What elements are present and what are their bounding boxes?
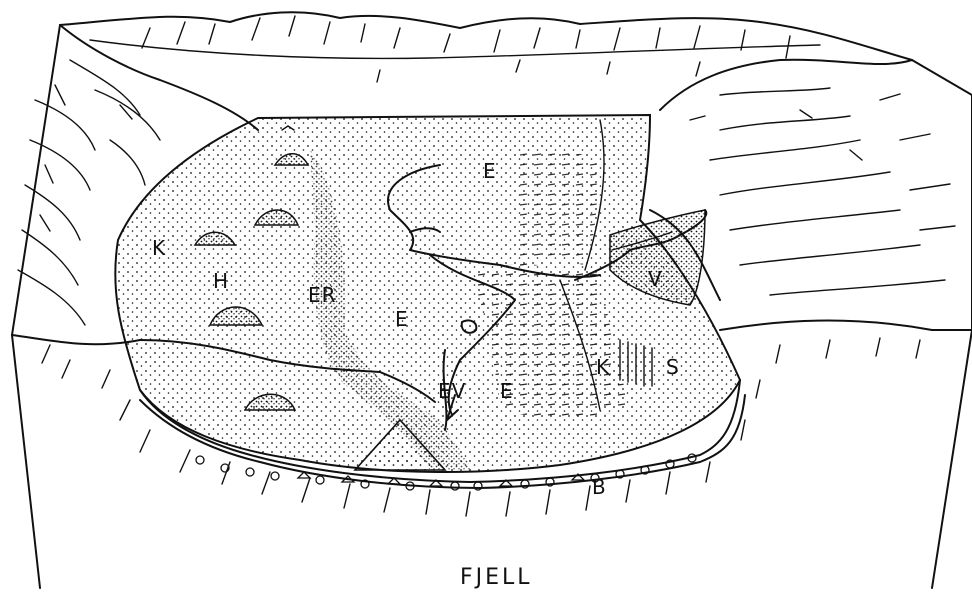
label-s: S	[666, 355, 680, 379]
far-mountain-ridge	[60, 12, 912, 82]
label-e-middle: E	[395, 307, 409, 331]
label-e-lower: E	[500, 379, 514, 403]
label-bedrock: FJELL	[460, 565, 533, 590]
label-h: H	[213, 269, 229, 293]
label-k-right: K	[596, 355, 610, 379]
label-v: V	[648, 267, 663, 291]
label-e-upper: E	[483, 159, 497, 183]
label-k-left: K	[152, 236, 166, 260]
label-b: B	[592, 475, 607, 499]
right-valley-wall	[650, 60, 972, 330]
label-ev: EV	[438, 379, 466, 403]
label-er: ER	[308, 283, 337, 307]
